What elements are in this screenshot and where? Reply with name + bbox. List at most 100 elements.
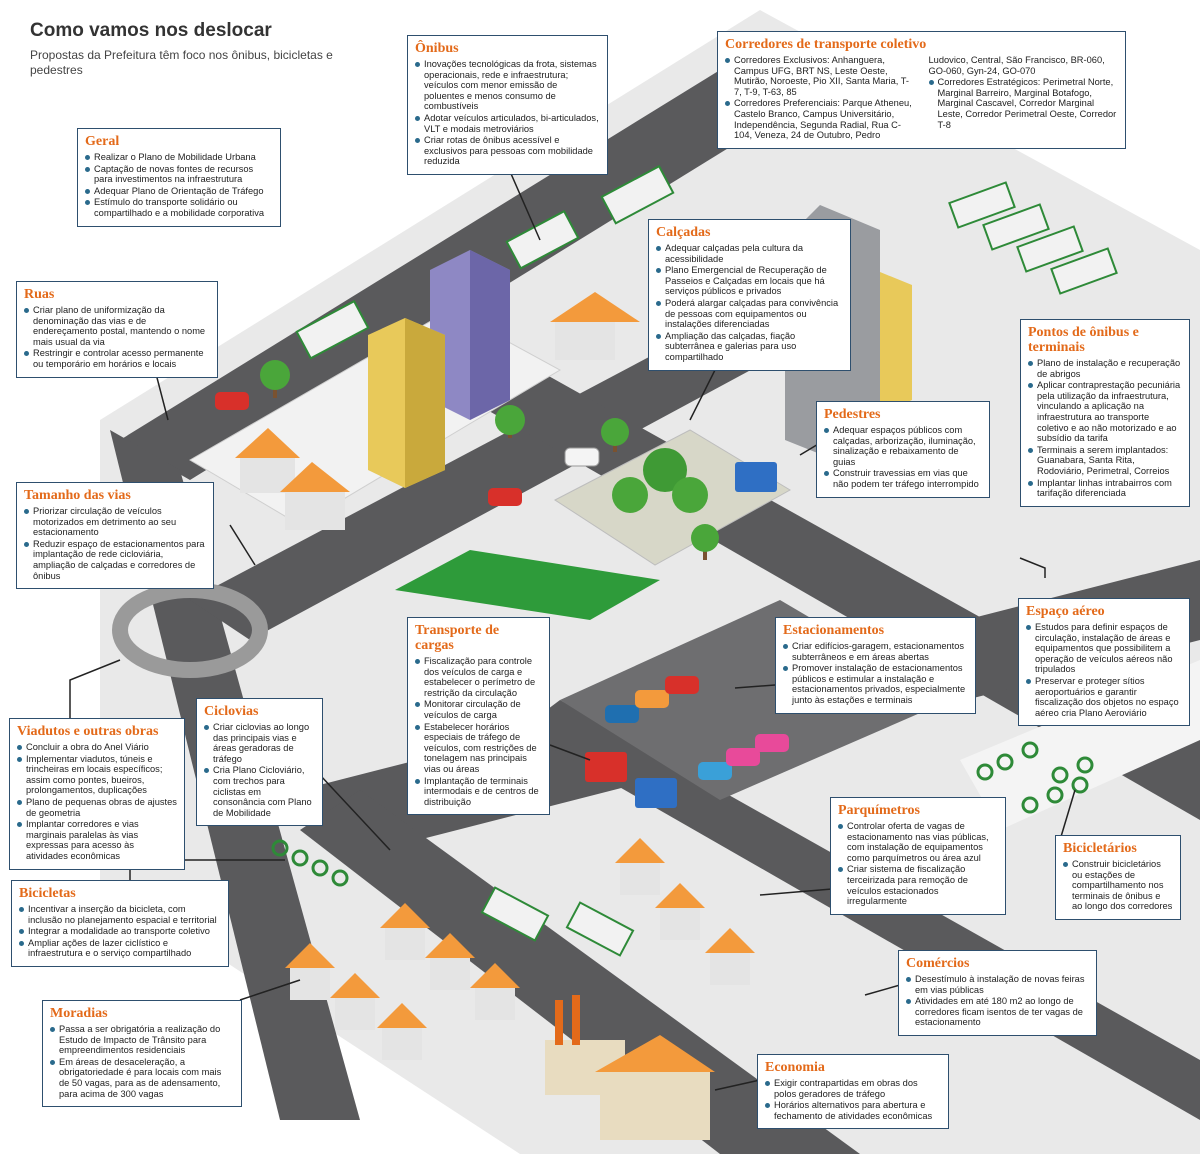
page-subtitle: Propostas da Prefeitura têm foco nos ôni… (30, 48, 333, 77)
panel-item: Corredores Exclusivos: Anhanguera, Campu… (725, 55, 915, 97)
house-12 (377, 1003, 427, 1060)
car-parked-4 (698, 762, 732, 780)
car-parked-6 (755, 734, 789, 752)
house-10 (285, 943, 335, 1000)
panel-item: Criar plano de uniformização da denomina… (24, 305, 210, 347)
panel-item: Monitorar circulação de veículos de carg… (415, 699, 542, 720)
panel-item: Ampliar ações de lazer ciclístico e infr… (19, 938, 221, 959)
panel-list: Exigir contrapartidas em obras dos polos… (765, 1078, 941, 1121)
tree-2 (495, 405, 525, 438)
panel-item: Plano de instalação e recuperação de abr… (1028, 358, 1182, 379)
bike-rack-left (271, 839, 349, 887)
house-11 (330, 973, 380, 1030)
panel-tamanho: Tamanho das vias Priorizar circulação de… (16, 482, 214, 590)
panel-item: Ampliação das calçadas, fiação subterrân… (656, 331, 843, 363)
viaduct-ring (112, 582, 268, 678)
panel-item: Implantação de terminais intermodais e d… (415, 776, 542, 808)
bus-bottom-1 (480, 886, 550, 942)
bike-rack-top-right (976, 741, 1094, 784)
car-red-1 (215, 392, 249, 410)
panel-item: Captação de novas fontes de recursos par… (85, 164, 273, 185)
house-6 (705, 928, 755, 985)
panel-list: Fiscalização para controle dos veículos … (415, 656, 542, 807)
panel-item: Criar sistema de fiscalização terceiriza… (838, 864, 998, 906)
building-purple (430, 250, 510, 420)
panel-pedestres: Pedestres Adequar espaços públicos com c… (816, 401, 990, 498)
page-title: Como vamos nos deslocar (30, 20, 272, 41)
panel-estacionamentos: Estacionamentos Criar edifícios-garagem,… (775, 617, 976, 714)
panel-item: Realizar o Plano de Mobilidade Urbana (85, 152, 273, 163)
panel-item: Estabelecer horários especiais de tráfeg… (415, 722, 542, 775)
bus-bottom-2 (565, 901, 635, 957)
panel-item: Desestímulo à instalação de novas feiras… (906, 974, 1089, 995)
panel-moradias: Moradias Passa a ser obrigatória a reali… (42, 1000, 242, 1108)
panel-espaco-aereo: Espaço aéreo Estudos para definir espaço… (1018, 598, 1190, 727)
car-red-2 (488, 488, 522, 506)
bus-top-1 (505, 209, 580, 270)
panel-list: Criar plano de uniformização da denomina… (24, 305, 210, 370)
panel-ciclovias: Ciclovias Criar ciclovias ao longo das p… (196, 698, 323, 827)
panel-list: Adequar espaços públicos com calçadas, a… (824, 425, 982, 490)
panel-item: Inovações tecnológicas da frota, sistema… (415, 59, 600, 112)
house-9 (470, 963, 520, 1020)
panel-item: Passa a ser obrigatória a realização do … (50, 1024, 234, 1056)
factory (545, 995, 715, 1140)
panel-list: Estudos para definir espaços de circulaç… (1026, 622, 1182, 718)
header: Como vamos nos deslocar Propostas da Pre… (30, 20, 360, 78)
panel-item: Adequar Plano de Orientação de Tráfego (85, 186, 273, 197)
panel-item: Priorizar circulação de veículos motoriz… (24, 506, 206, 538)
panel-list: Priorizar circulação de veículos motoriz… (24, 506, 206, 581)
panel-item: Implementar viadutos, túneis e trincheir… (17, 754, 177, 796)
panel-item: Criar ciclovias ao longo das principais … (204, 722, 315, 764)
panel-calcadas: Calçadas Adequar calçadas pela cultura d… (648, 219, 851, 371)
panel-title: Estacionamentos (783, 623, 885, 638)
bike-rack-bottom-right (1021, 776, 1089, 814)
panel-pontos: Pontos de ônibus e terminais Plano de in… (1020, 319, 1190, 507)
truck-red (585, 752, 627, 782)
panel-item: Concluir a obra do Anel Viário (17, 742, 177, 753)
panel-item: Corredores Preferenciais: Parque Atheneu… (725, 98, 915, 140)
car-parked-3 (665, 676, 699, 694)
panel-item: Controlar oferta de vagas de estacioname… (838, 821, 998, 863)
panel-title: Ciclovias (204, 704, 259, 719)
panel-title: Parquímetros (838, 803, 920, 818)
panel-title: Bicicletários (1063, 841, 1137, 856)
panel-item: Terminais a serem implantados: Guanabara… (1028, 445, 1182, 477)
panel-list: Desestímulo à instalação de novas feiras… (906, 974, 1089, 1028)
panel-item: Poderá alargar calçadas para convivência… (656, 298, 843, 330)
panel-item: Cria Plano Cicloviário, com trechos para… (204, 765, 315, 818)
house-2 (280, 462, 350, 530)
panel-item: Atividades em até 180 m2 ao longo de cor… (906, 996, 1089, 1028)
panel-title: Espaço aéreo (1026, 604, 1105, 619)
panel-item: Em áreas de desaceleração, a obrigatorie… (50, 1057, 234, 1099)
panel-title: Moradias (50, 1006, 108, 1021)
panel-list-col2: Corredores Estratégicos: Perimetral Nort… (928, 77, 1119, 130)
panel-item: Exigir contrapartidas em obras dos polos… (765, 1078, 941, 1099)
panel-list: Incentivar a inserção da bicicleta, com … (19, 904, 221, 959)
panel-title: Comércios (906, 956, 970, 971)
panel-bicicletas: Bicicletas Incentivar a inserção da bici… (11, 880, 229, 967)
house-5 (655, 883, 705, 940)
panel-title: Ônibus (415, 41, 459, 56)
truck-blue-2 (635, 778, 677, 808)
house-7 (380, 903, 430, 960)
panel-economia: Economia Exigir contrapartidas em obras … (757, 1054, 949, 1130)
corredores-continuation: Ludovico, Central, São Francisco, BR-060… (928, 55, 1105, 76)
panel-item: Corredores Estratégicos: Perimetral Nort… (928, 77, 1119, 130)
car-parked-2 (635, 690, 669, 708)
panel-item: Incentivar a inserção da bicicleta, com … (19, 904, 221, 925)
panel-title: Corredores de transporte coletivo (725, 37, 927, 52)
tree-3 (601, 418, 629, 452)
panel-cargas: Transporte de cargas Fiscalização para c… (407, 617, 550, 816)
panel-item: Construir travessias em vias que não pod… (824, 468, 982, 489)
grass-lawn (395, 550, 660, 620)
panel-item: Construir bicicletários ou estações de c… (1063, 859, 1173, 912)
panel-item: Estímulo do transporte solidário ou comp… (85, 197, 273, 218)
panel-ruas: Ruas Criar plano de uniformização da den… (16, 281, 218, 378)
panel-list: Criar edifícios-garagem, estacionamentos… (783, 641, 968, 706)
panel-item: Horários alternativos para abertura e fe… (765, 1100, 941, 1121)
road-bottom-diagonal (300, 790, 860, 1154)
panel-item: Estudos para definir espaços de circulaç… (1026, 622, 1182, 675)
